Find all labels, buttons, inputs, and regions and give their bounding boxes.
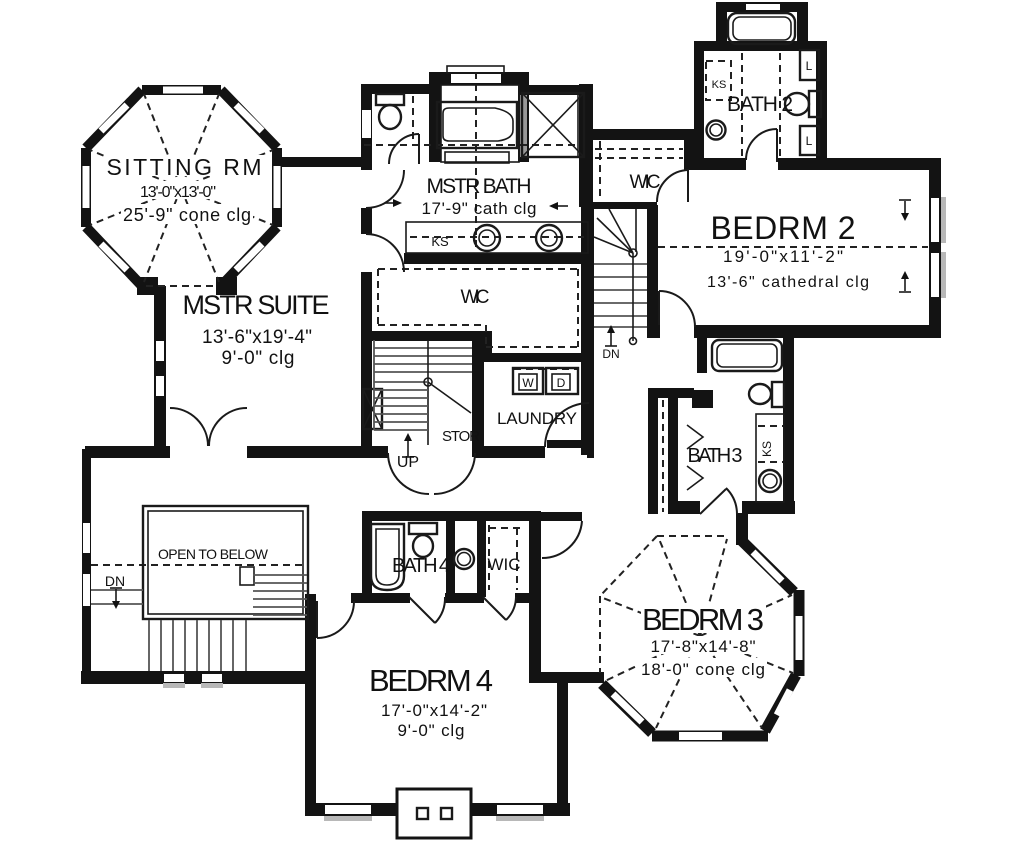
svg-text:BATH 4: BATH 4	[392, 555, 450, 577]
svg-text:KS: KS	[760, 441, 774, 457]
svg-text:W: W	[522, 376, 534, 390]
svg-text:SITTING RM: SITTING RM	[107, 154, 262, 180]
svg-text:13'-6" cathedral clg: 13'-6" cathedral clg	[707, 274, 869, 291]
svg-text:DN: DN	[105, 573, 125, 589]
svg-text:MSTR SUITE: MSTR SUITE	[183, 290, 330, 320]
svg-text:17'-8"x14'-8": 17'-8"x14'-8"	[651, 637, 756, 656]
svg-text:25'-9" cone clg: 25'-9" cone clg	[123, 205, 251, 225]
svg-text:KS: KS	[712, 79, 727, 91]
svg-text:13'-0"x13'-0": 13'-0"x13'-0"	[140, 184, 216, 201]
svg-text:MSTR BATH: MSTR BATH	[427, 175, 532, 198]
svg-text:D: D	[557, 376, 566, 390]
svg-text:BEDRM 3: BEDRM 3	[642, 602, 764, 637]
svg-text:BEDRM 2: BEDRM 2	[711, 210, 856, 246]
svg-text:DN: DN	[602, 347, 619, 361]
svg-text:STOR: STOR	[442, 428, 480, 445]
svg-text:18'-0" cone clg: 18'-0" cone clg	[641, 660, 765, 679]
svg-text:BEDRM 4: BEDRM 4	[369, 663, 493, 698]
svg-text:L: L	[806, 59, 813, 73]
svg-text:9'-0" clg: 9'-0" clg	[222, 348, 295, 369]
svg-text:17'-0"x14'-2": 17'-0"x14'-2"	[381, 701, 487, 720]
svg-text:WIC: WIC	[630, 172, 661, 193]
svg-text:LAUNDRY: LAUNDRY	[497, 409, 577, 428]
svg-text:17'-9" cath clg: 17'-9" cath clg	[422, 199, 537, 218]
svg-text:L: L	[806, 134, 813, 148]
svg-text:BATH 3: BATH 3	[688, 445, 743, 467]
svg-text:UP: UP	[397, 454, 419, 471]
svg-text:WIC: WIC	[488, 555, 521, 574]
svg-text:OPEN TO BELOW: OPEN TO BELOW	[158, 546, 269, 562]
svg-text:BATH 2: BATH 2	[727, 93, 793, 116]
svg-text:WIC: WIC	[461, 287, 490, 308]
svg-text:13'-6"x19'-4": 13'-6"x19'-4"	[202, 327, 312, 348]
svg-text:KS: KS	[431, 234, 449, 249]
svg-text:9'-0" clg: 9'-0" clg	[398, 721, 465, 740]
svg-text:19'-0"x11'-2": 19'-0"x11'-2"	[723, 247, 843, 266]
